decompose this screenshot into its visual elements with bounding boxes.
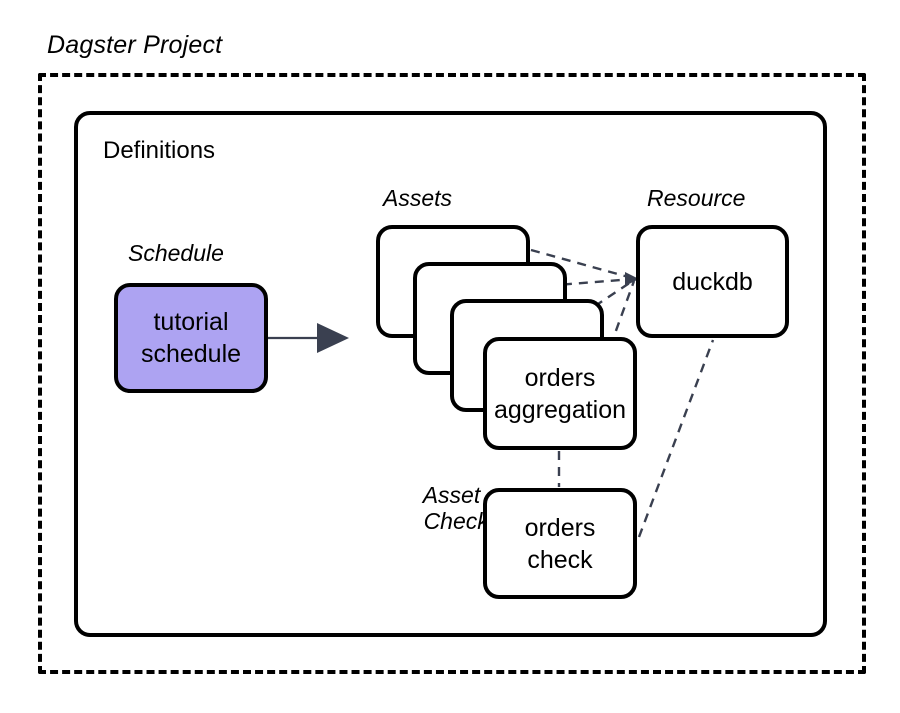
assets-group-label: Assets	[383, 185, 453, 211]
node-orders-check-line1: orders	[524, 513, 596, 542]
definitions-label: Definitions	[103, 137, 216, 164]
node-orders-aggregation-line1: orders	[524, 363, 596, 392]
node-orders-aggregation[interactable]: orders aggregation	[483, 337, 637, 450]
node-tutorial-schedule[interactable]: tutorial schedule	[114, 283, 268, 393]
node-duckdb-line1: duckdb	[672, 267, 753, 296]
asset-check-group-label-line2: Check	[423, 507, 489, 534]
asset-check-group-label-line1: Asset	[422, 481, 481, 508]
resource-group-label: Resource	[647, 185, 746, 211]
node-tutorial-schedule-line1: tutorial	[153, 308, 229, 336]
schedule-group-label: Schedule	[128, 240, 224, 266]
node-orders-aggregation-line2: aggregation	[493, 395, 627, 424]
node-orders-check-line2: check	[527, 545, 593, 574]
project-title: Dagster Project	[47, 31, 223, 59]
node-orders-check[interactable]: orders check	[483, 488, 637, 599]
asset-check-group-label: Asset Check	[398, 457, 489, 560]
node-duckdb[interactable]: duckdb	[636, 225, 789, 338]
definitions-container	[74, 111, 827, 637]
node-tutorial-schedule-line2: schedule	[140, 340, 242, 368]
project-boundary	[38, 73, 866, 674]
